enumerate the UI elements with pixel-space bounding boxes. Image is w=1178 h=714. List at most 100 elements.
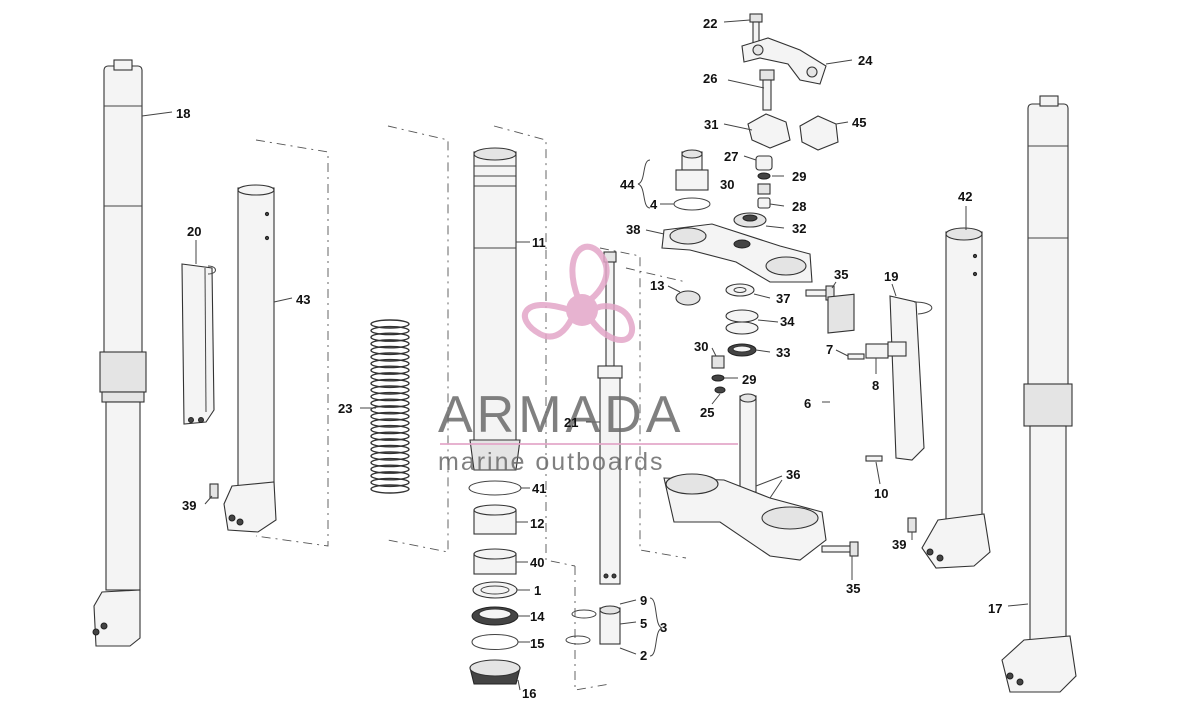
part-31-clamp-base <box>747 113 791 149</box>
label-2: 2 <box>640 648 647 663</box>
label-28: 28 <box>792 199 806 214</box>
part-36-bottom-yoke <box>663 393 827 561</box>
spring-coil <box>370 438 410 448</box>
spring-coil <box>370 398 410 408</box>
label-45: 45 <box>852 115 866 130</box>
leader-lines <box>141 19 1029 691</box>
propeller-blade-icon <box>521 302 576 340</box>
propeller-blade-icon <box>569 243 610 304</box>
part-4-oring <box>673 197 711 211</box>
label-29-lower: 29 <box>742 372 756 387</box>
label-39-right: 39 <box>892 537 906 552</box>
label-21: 21 <box>564 415 578 430</box>
part-8-clamp <box>865 343 889 359</box>
part-13-cap <box>675 290 701 306</box>
part-20-fork-guard-left <box>181 263 216 425</box>
label-42: 42 <box>958 189 972 204</box>
part-43-inner-tube-left <box>223 184 277 533</box>
spring-coil <box>370 332 410 342</box>
part-2-oring <box>565 635 591 645</box>
label-43: 43 <box>296 292 310 307</box>
part-15-retaining-clip <box>471 634 519 650</box>
watermark-title: ARMADA <box>438 386 684 444</box>
label-35-upper: 35 <box>834 267 848 282</box>
label-24: 24 <box>858 53 873 68</box>
spring-coil <box>370 411 410 422</box>
part-44-fork-cap <box>675 149 709 191</box>
spring-coil <box>370 385 410 395</box>
label-26: 26 <box>703 71 717 86</box>
spring-coil <box>370 457 410 468</box>
label-10: 10 <box>874 486 888 501</box>
watermark-subtitle: marine outboards <box>438 448 665 476</box>
label-30-upper: 30 <box>720 177 734 192</box>
part-18-outer-tube-left <box>92 59 147 647</box>
part-25-washer <box>714 386 726 394</box>
part-29-washer-top <box>757 172 771 180</box>
part-11-cartridge-tube <box>469 147 521 471</box>
part-23-spring <box>370 319 410 494</box>
label-25: 25 <box>700 405 714 420</box>
part-30-nut-lower <box>711 355 725 369</box>
part-7-bolt <box>847 353 865 360</box>
label-27: 27 <box>724 149 738 164</box>
label-16: 16 <box>522 686 536 701</box>
part-26-bolt <box>759 69 775 111</box>
label-3: 3 <box>660 620 667 635</box>
label-35-lower: 35 <box>846 581 860 596</box>
part-39-bolt-left <box>209 483 219 499</box>
part-14-oil-seal <box>471 606 519 626</box>
part-30-nut-top <box>757 183 771 195</box>
part-29-washer-lower <box>711 374 725 382</box>
label-31: 31 <box>704 117 718 132</box>
label-37: 37 <box>776 291 790 306</box>
spring-coil <box>370 431 410 441</box>
part-37-washer <box>725 283 755 297</box>
part-40-bush <box>473 548 517 575</box>
spring-coil <box>370 365 410 375</box>
label-36: 36 <box>786 467 800 482</box>
part-12-bush <box>473 504 517 535</box>
part-34-bearing <box>725 309 759 335</box>
label-29-upper: 29 <box>792 169 806 184</box>
label-39-left: 39 <box>182 498 196 513</box>
spring-coil <box>370 444 410 455</box>
label-12: 12 <box>530 516 544 531</box>
spring-coil <box>370 418 410 428</box>
part-10-bolt <box>865 455 883 462</box>
spring-coil <box>370 339 410 349</box>
spring-coil <box>370 424 410 435</box>
spring-coil <box>370 319 410 329</box>
part-27-spacer <box>755 155 773 171</box>
label-30-lower: 30 <box>694 339 708 354</box>
part-39-bolt-right <box>907 517 917 533</box>
label-18: 18 <box>176 106 190 121</box>
spring-coil <box>370 405 410 415</box>
spring-coil <box>370 464 410 474</box>
label-41: 41 <box>532 481 546 496</box>
label-38: 38 <box>626 222 640 237</box>
part-41-circlip <box>468 480 522 496</box>
label-8: 8 <box>872 378 879 393</box>
label-4: 4 <box>650 197 658 212</box>
part-5-valve <box>599 605 621 645</box>
spring-coil <box>370 451 410 461</box>
part-1-washer <box>472 581 518 599</box>
spring-coil <box>370 484 410 494</box>
label-15: 15 <box>530 636 544 651</box>
part-9-oring <box>571 609 597 619</box>
label-20: 20 <box>187 224 201 239</box>
spring-coil <box>370 345 410 356</box>
part-21-damper-rod <box>597 251 623 585</box>
part-45-clamp-base <box>799 115 839 151</box>
label-33: 33 <box>776 345 790 360</box>
propeller-hub-icon <box>566 294 598 326</box>
part-24-handlebar-clamp <box>741 37 827 85</box>
part-6-reflector <box>827 293 855 334</box>
armada-watermark: ARMADA marine outboards <box>438 243 738 476</box>
part-35-bolt-lower <box>821 541 859 557</box>
label-9: 9 <box>640 593 647 608</box>
part-labels: 1 2 3 4 5 6 7 8 9 10 11 12 13 14 15 16 1… <box>176 16 1002 701</box>
label-40: 40 <box>530 555 544 570</box>
